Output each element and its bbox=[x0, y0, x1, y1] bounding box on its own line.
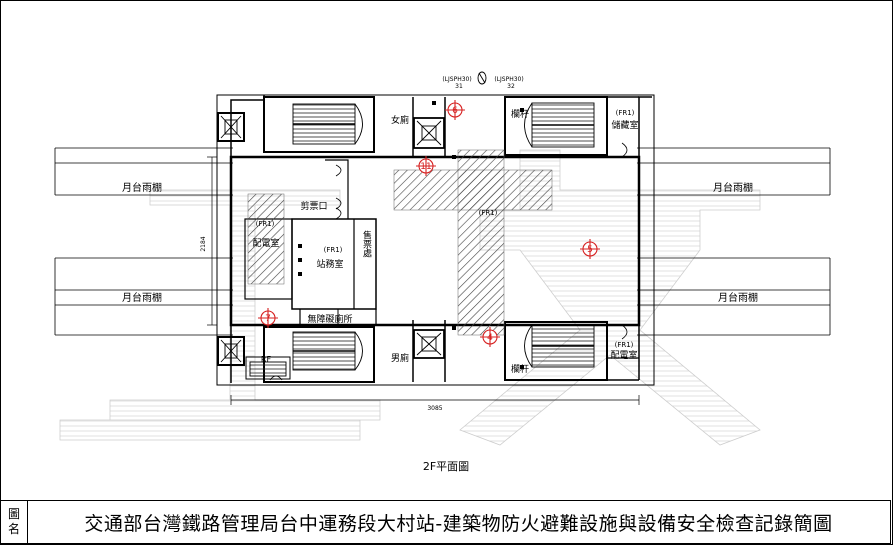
canopy-label-left-bottom: 月台雨棚 bbox=[122, 291, 162, 304]
ticket-counter: 售票處 bbox=[361, 229, 372, 258]
canopy-label-right-bottom: 月台雨棚 bbox=[718, 291, 758, 304]
drawing-title: 交通部台灣鐵路管理局台中運務段大村站-建築物防火避難設施與設備安全檢查記錄簡圖 bbox=[84, 512, 833, 535]
dimension-lines bbox=[207, 156, 640, 405]
title-block-label: 圖 名 bbox=[1, 501, 28, 543]
marker-5: 5 bbox=[587, 245, 593, 255]
staircases bbox=[249, 102, 595, 377]
dimension-height: 2184 bbox=[200, 236, 207, 251]
title-block: 圖 名 交通部台灣鐵路管理局台中運務段大村站-建築物防火避難設施與設備安全檢查記… bbox=[0, 500, 891, 544]
left-room-tag: (FR1) bbox=[256, 220, 275, 228]
inspection-marker-numbers: 6 11 5 4 7 bbox=[265, 106, 593, 343]
room-accessible-wc: 無障礙廁所 bbox=[307, 313, 352, 325]
inspection-markers bbox=[258, 100, 600, 347]
column-ref-left: (LJSPH30) bbox=[442, 76, 471, 83]
plan-labels: 月台雨棚 月台雨棚 月台雨棚 月台雨棚 (LJSPH30) 31 (LJSPH3… bbox=[122, 76, 758, 473]
equipment-symbols bbox=[298, 101, 524, 369]
title-block-label-line2: 名 bbox=[7, 522, 20, 536]
railing-bottom: 欄杆 bbox=[511, 363, 529, 375]
railing-top: 欄杆 bbox=[511, 108, 529, 120]
hatched-areas bbox=[247, 149, 553, 336]
canopy-label-left-top: 月台雨棚 bbox=[122, 181, 162, 194]
ticket-gate: 剪票口 bbox=[300, 200, 327, 212]
title-block-label-line1: 圖 bbox=[7, 507, 20, 521]
marker-4: 4 bbox=[487, 333, 493, 343]
column-ref-right-num: 32 bbox=[507, 83, 515, 90]
marker-6: 6 bbox=[452, 106, 458, 116]
hall-tag: (FR1) bbox=[479, 209, 498, 217]
elevator-icons bbox=[220, 115, 442, 363]
room-right-electrical: 配電室 bbox=[610, 349, 637, 361]
building-walls bbox=[216, 94, 655, 386]
marker-7: 7 bbox=[265, 314, 271, 324]
room-ladies-wc: 女廁 bbox=[391, 114, 409, 126]
column-ref-right: (LJSPH30) bbox=[494, 76, 523, 83]
right-room-tag: (FR1) bbox=[615, 341, 634, 349]
column-ref-left-num: 31 bbox=[455, 83, 463, 90]
canopy-label-right-top: 月台雨棚 bbox=[713, 181, 753, 194]
platform-canopies bbox=[54, 147, 831, 336]
dimension-width: 3085 bbox=[427, 405, 442, 412]
station-office-tag: (FR1) bbox=[324, 246, 343, 254]
elevator-rf-label: RF bbox=[261, 355, 272, 364]
plan-title: 2F平面圖 bbox=[423, 460, 469, 473]
room-mens-wc: 男廁 bbox=[391, 352, 409, 364]
storage-tag: (FR1) bbox=[616, 109, 635, 117]
room-storage: 儲藏室 bbox=[611, 119, 638, 131]
room-station-office: 站務室 bbox=[316, 258, 343, 270]
marker-11: 11 bbox=[420, 162, 431, 172]
north-symbol bbox=[477, 71, 487, 85]
room-left-electrical: 配電室 bbox=[252, 237, 279, 249]
